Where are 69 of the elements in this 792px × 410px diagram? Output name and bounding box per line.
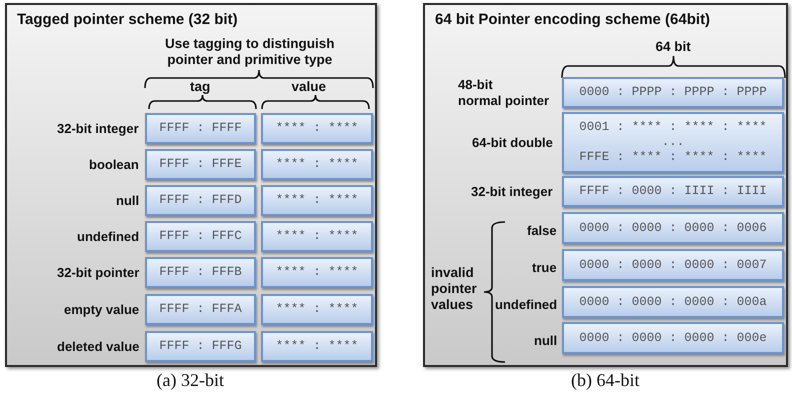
bit-pattern: 0000 : 0000 : 0000 : 000e bbox=[579, 330, 767, 346]
row-label: 32-bit integer bbox=[471, 184, 553, 200]
bit-pattern: 0000 : 0000 : 0000 : 0006 bbox=[579, 220, 767, 236]
panel-title: 64 bit Pointer encoding scheme (64bit) bbox=[435, 11, 710, 28]
bit-pattern: FFFE : **** : **** : **** bbox=[579, 150, 767, 165]
row-label: empty value bbox=[64, 302, 140, 318]
bit-pattern: 0000 : PPPP : PPPP : PPPP bbox=[579, 85, 767, 100]
row-label: 32-bit integer bbox=[57, 120, 139, 136]
bit-pattern-box bbox=[562, 212, 784, 244]
bit-pattern: FFFF : FFFC bbox=[159, 229, 242, 244]
row-label: 32-bit pointer bbox=[57, 264, 140, 280]
bit-pattern: FFFF : FFFD bbox=[159, 193, 242, 208]
row-label: 48-bit normal pointer bbox=[458, 76, 550, 108]
bit-pattern: **** : **** bbox=[276, 193, 358, 208]
bit-pattern: 0000 : 0000 : 0000 : 000a bbox=[579, 294, 767, 310]
bit-pattern-box bbox=[145, 149, 256, 180]
bit-pattern: **** : **** bbox=[276, 339, 358, 354]
bit-pattern-box bbox=[145, 113, 256, 144]
bit-pattern-box bbox=[261, 113, 373, 144]
row-label: deleted value bbox=[57, 338, 140, 354]
bit-pattern-box bbox=[562, 77, 784, 108]
bit-pattern-box bbox=[261, 294, 373, 325]
row-label: boolean bbox=[89, 156, 139, 172]
bit-pattern-box bbox=[562, 249, 784, 281]
bit-pattern: FFFF : FFFA bbox=[159, 302, 242, 317]
bit-pattern: FFFF : FFFB bbox=[159, 265, 242, 280]
bit-pattern: **** : **** bbox=[276, 229, 358, 244]
annotation: invalid pointer values bbox=[431, 265, 478, 313]
row-label: undefined bbox=[495, 297, 558, 313]
bit-pattern-box bbox=[261, 185, 373, 216]
annotation: value bbox=[292, 79, 326, 95]
bit-pattern: **** : **** bbox=[276, 157, 358, 172]
bit-pattern-box bbox=[261, 331, 373, 362]
row-label: null bbox=[534, 333, 558, 349]
bit-pattern: ... bbox=[662, 135, 684, 150]
bit-pattern: FFFF : FFFF bbox=[159, 121, 242, 136]
bit-pattern-box bbox=[562, 322, 784, 354]
bit-pattern-box bbox=[261, 149, 373, 180]
bit-pattern-box bbox=[562, 286, 784, 318]
row-label: 64-bit double bbox=[472, 134, 553, 150]
caption: (b) 64-bit bbox=[571, 372, 640, 388]
panel bbox=[5, 3, 377, 367]
bit-pattern: **** : **** bbox=[276, 121, 358, 136]
row-label: false bbox=[527, 223, 557, 239]
annotation: 64 bit bbox=[656, 39, 691, 55]
bit-pattern-box bbox=[562, 176, 784, 207]
bit-pattern: 0001 : **** : **** : **** bbox=[579, 120, 767, 135]
bit-pattern: FFFF : FFFG bbox=[159, 339, 242, 354]
row-label: null bbox=[116, 192, 140, 208]
bit-pattern-box bbox=[261, 257, 373, 288]
row-label: undefined bbox=[77, 228, 140, 244]
panel-title: Tagged pointer scheme (32 bit) bbox=[17, 11, 238, 28]
row-label: true bbox=[532, 260, 557, 276]
annotation: Use tagging to distinguish pointer and primitive type bbox=[165, 36, 334, 68]
bit-pattern: 0000 : 0000 : 0000 : 0007 bbox=[579, 258, 767, 272]
bit-pattern-box bbox=[145, 185, 256, 216]
bit-pattern: FFFF : FFFE bbox=[159, 157, 242, 172]
bit-pattern: FFFF : 0000 : IIII : IIII bbox=[579, 184, 767, 199]
bit-pattern-box bbox=[562, 112, 784, 173]
annotation: tag bbox=[190, 79, 210, 95]
bit-pattern-box bbox=[261, 221, 373, 252]
caption: (a) 32-bit bbox=[156, 372, 224, 388]
bit-pattern-box bbox=[145, 221, 256, 252]
bit-pattern-box bbox=[145, 331, 256, 362]
panel bbox=[423, 3, 788, 367]
bit-pattern: **** : **** bbox=[276, 265, 358, 280]
bit-pattern-box bbox=[145, 257, 256, 288]
bit-pattern-box bbox=[145, 294, 256, 325]
bit-pattern: **** : **** bbox=[276, 302, 358, 317]
